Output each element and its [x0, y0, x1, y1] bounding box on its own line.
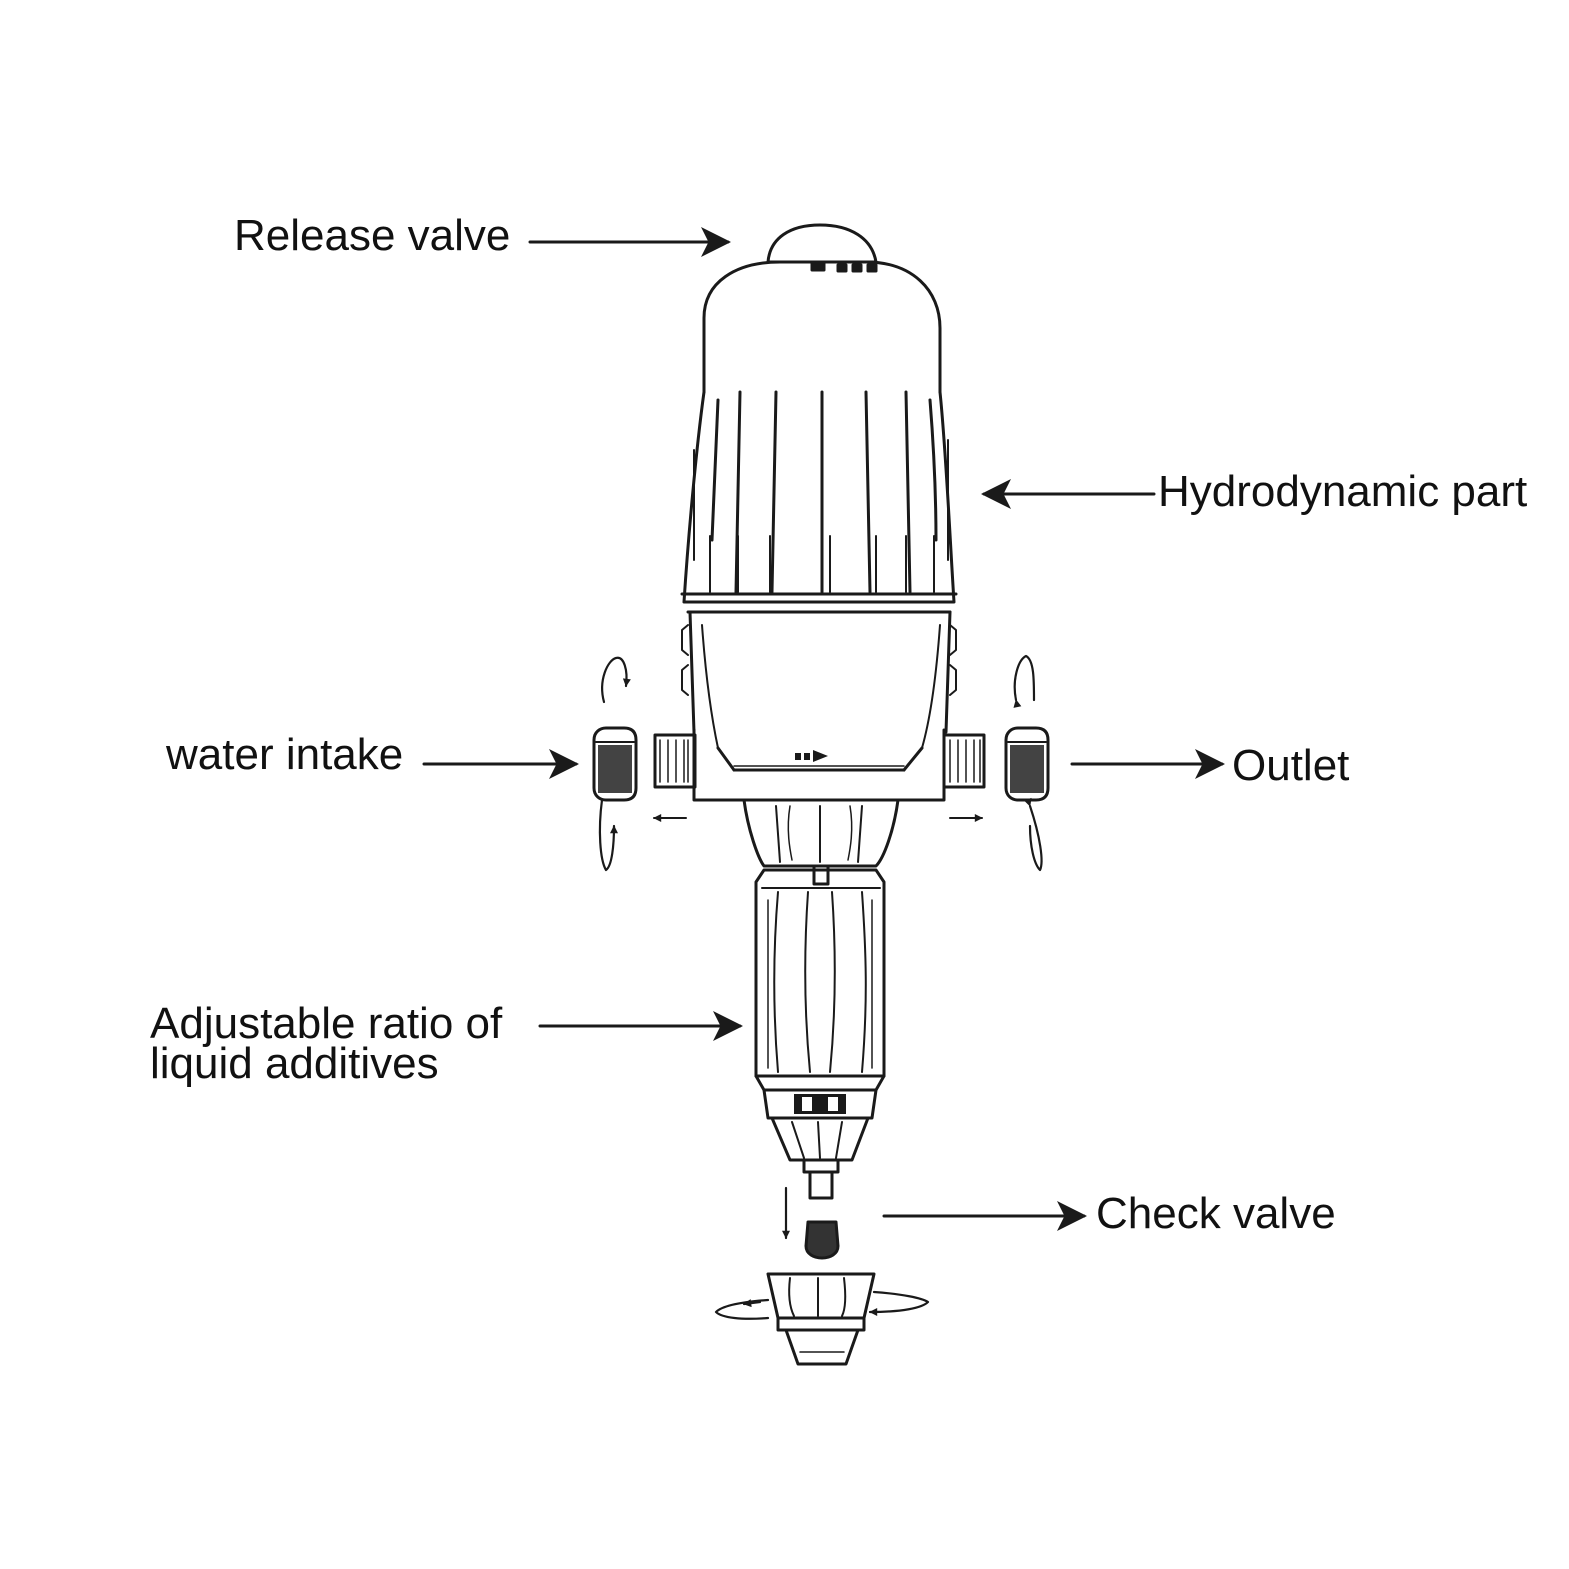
pipe-body [653, 728, 986, 802]
hydrodynamic-part-label: Hydrodynamic part [1158, 467, 1528, 516]
adjustable-ratio-label-line1: Adjustable ratio of [150, 999, 503, 1048]
cylinder-bottom-taper [770, 1116, 870, 1200]
check-valve-label: Check valve [1096, 1189, 1336, 1238]
bottom-cap [766, 1272, 876, 1366]
water-intake-label: water intake [166, 730, 404, 779]
rotation-arrow-icon [598, 654, 1043, 872]
hydrodynamic-part [680, 390, 958, 614]
outlet-nut [1004, 726, 1050, 802]
release-valve-cap [766, 223, 878, 273]
leader-arrows [422, 227, 1225, 1231]
adjustable-ratio-label-line2: liquid additives [150, 1039, 439, 1088]
inlet-nut [592, 726, 638, 802]
flow-direction-icon [795, 750, 828, 762]
upper-body-dome [702, 260, 942, 394]
ratio-scale-ring [762, 1088, 878, 1120]
bottom-rotation-arrow-icon [714, 1290, 930, 1320]
release-valve-label: Release valve [234, 211, 511, 260]
outlet-label: Outlet [1232, 741, 1350, 790]
ratio-adjustment-cylinder [754, 868, 886, 1092]
check-valve-part [804, 1220, 840, 1260]
adjustable-ratio-label: Adjustable ratio of liquid additives [150, 999, 503, 1088]
middle-housing [681, 610, 957, 749]
lower-connector [742, 798, 900, 886]
